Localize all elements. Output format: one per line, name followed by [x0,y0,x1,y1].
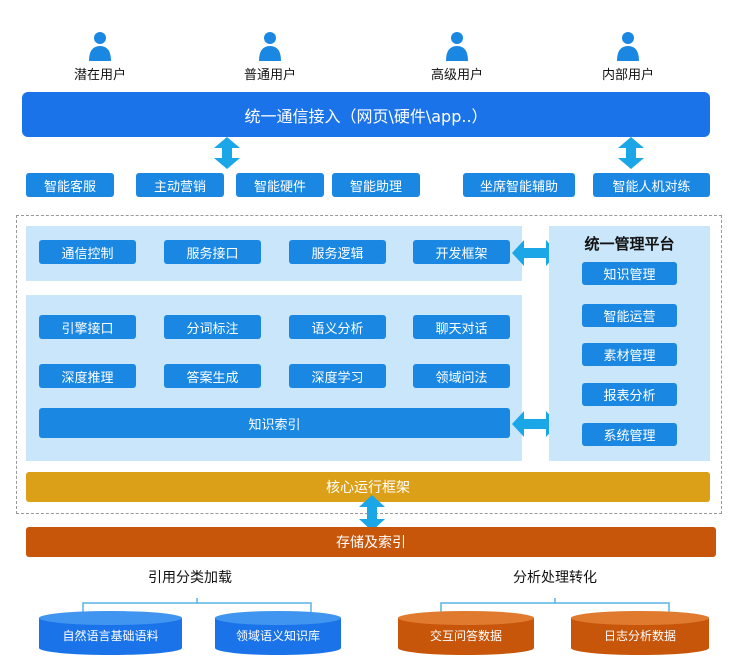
engine-chip: 深度推理 [39,364,136,388]
database-cylinder-icon [571,611,709,655]
channel-chip: 智能助理 [332,173,420,197]
engine-chip: 分词标注 [164,315,261,339]
user-label: 内部用户 [601,68,654,83]
service-chip: 通信控制 [39,240,136,264]
database-cylinder-icon [215,611,341,655]
service-chip: 开发框架 [413,240,510,264]
service-chip: 服务接口 [164,240,261,264]
double-arrow-icon [214,137,240,169]
channel-chip: 智能人机对练 [593,173,710,197]
mgmt-item: 报表分析 [582,383,677,406]
engine-chip: 领域问法 [413,364,510,388]
user-label: 潜在用户 [73,68,126,83]
database-cylinder-icon [39,611,182,655]
mgmt-platform-title: 统一管理平台 [584,235,675,253]
double-arrow-horizontal-icon [512,240,558,266]
engine-chip: 语义分析 [289,315,386,339]
database-label: 日志分析数据 [603,629,676,643]
core-framework-bar: 核心运行框架 [26,472,710,502]
bracket-connector [440,598,670,612]
service-chip: 服务逻辑 [289,240,386,264]
user-icon [617,32,639,61]
bracket-connector [82,598,312,612]
double-arrow-icon [359,495,385,531]
user-icon [446,32,468,61]
engine-chip: 答案生成 [164,364,261,388]
channel-chip: 智能硬件 [236,173,324,197]
channel-chip: 坐席智能辅助 [463,173,575,197]
database-label: 领域语义知识库 [235,629,320,643]
mgmt-item: 智能运营 [582,304,677,327]
engine-chip: 引擎接口 [39,315,136,339]
database-label: 交互问答数据 [429,629,502,643]
mgmt-item: 知识管理 [582,262,677,285]
storage-bar: 存储及索引 [26,527,716,557]
channel-chip: 主动营销 [136,173,224,197]
knowledge-index-bar: 知识索引 [39,408,510,438]
database-cylinder-icon [398,611,534,655]
user-icon [89,32,111,61]
access-bar: 统一通信接入（网页\硬件\app..） [22,92,710,137]
user-label: 高级用户 [430,68,483,83]
bottom-group-title: 分析处理转化 [513,570,597,586]
bottom-group-title: 引用分类加载 [148,570,232,586]
double-arrow-icon [618,137,644,169]
mgmt-item: 素材管理 [582,343,677,366]
database-label: 自然语言基础语料 [62,629,159,643]
mgmt-item: 系统管理 [582,423,677,446]
user-label: 普通用户 [243,68,296,83]
double-arrow-horizontal-icon [512,411,558,437]
channel-chip: 智能客服 [26,173,114,197]
engine-chip: 深度学习 [289,364,386,388]
user-icon [259,32,281,61]
engine-chip: 聊天对话 [413,315,510,339]
